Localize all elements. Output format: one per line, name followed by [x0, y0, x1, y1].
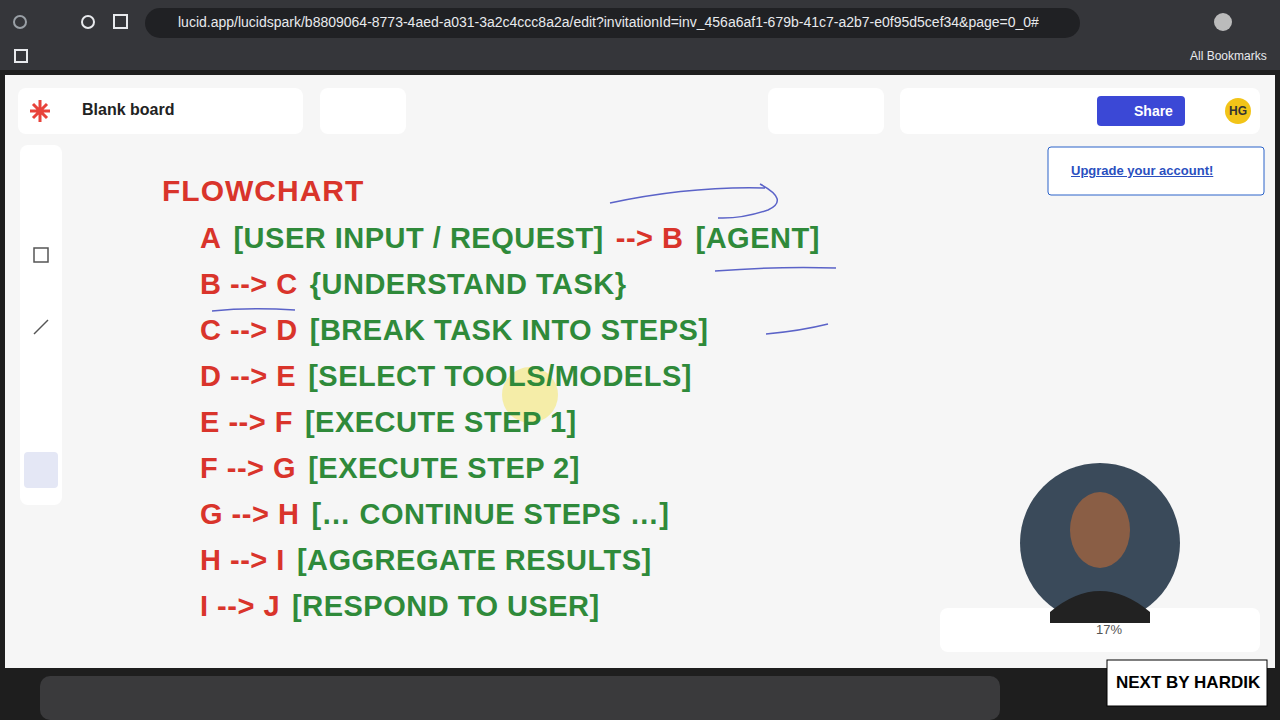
upgrade-link: Upgrade your account!: [1071, 163, 1213, 178]
flowchart-text: H --> I: [200, 542, 285, 578]
flowchart-text: [SELECT TOOLS/MODELS]: [308, 358, 692, 394]
pen-annotation: [610, 184, 777, 218]
watermark-box: [1107, 660, 1267, 706]
pen-underline: [715, 267, 836, 271]
reload-icon: [82, 16, 94, 28]
flowchart-text: A: [200, 220, 221, 256]
whiteboard-canvas: [5, 75, 1275, 668]
browser-chrome: [0, 0, 1280, 70]
flowchart-text: {UNDERSTAND TASK}: [310, 266, 627, 302]
address-bar: [145, 8, 1080, 38]
webcam-bubble: [1020, 463, 1180, 623]
undo-panel: [320, 88, 406, 134]
flowchart-text: [… CONTINUE STEPS …]: [311, 496, 669, 532]
back-icon: [14, 16, 26, 28]
presenter-body: [1050, 591, 1150, 623]
url-text: lucid.app/lucidspark/b8809064-8773-4aed-…: [178, 14, 1039, 30]
watermark: NEXT BY HARDIK: [1116, 673, 1260, 693]
left-toolbar: [20, 145, 62, 505]
pen-stroke: [766, 324, 828, 334]
flowchart-text: I --> J: [200, 588, 280, 624]
flowchart-text: D --> E: [200, 358, 296, 394]
shape-tool: [34, 248, 48, 262]
flowchart-text: [RESPOND TO USER]: [292, 588, 600, 624]
flowchart-line: A [USER INPUT / REQUEST] --> B [AGENT]: [200, 220, 820, 256]
flowchart-line: G --> H [… CONTINUE STEPS …]: [200, 496, 669, 532]
avatar-initials: HG: [1229, 104, 1247, 118]
board-name: Blank board: [82, 101, 174, 119]
share-label: Share: [1134, 103, 1173, 119]
bookmarks-label: All Bookmarks: [1190, 49, 1267, 63]
flowchart-line: C --> D [BREAK TASK INTO STEPS]: [200, 312, 708, 348]
collab-panel: [900, 88, 1260, 134]
apps-icon: [15, 50, 27, 62]
toolbar-panel: [18, 88, 303, 134]
flowchart-text: [AGENT]: [696, 220, 820, 256]
flowchart-text: B --> C: [200, 266, 298, 302]
share-button: [1097, 96, 1185, 126]
flowchart-line: F --> G [EXECUTE STEP 2]: [200, 450, 580, 486]
line-tool: [34, 320, 48, 334]
flowchart-text: C --> D: [200, 312, 298, 348]
flowchart-text: [BREAK TASK INTO STEPS]: [310, 312, 709, 348]
upgrade-banner: [1048, 147, 1264, 195]
presenter-face: [1070, 492, 1130, 568]
flowchart-text: [EXECUTE STEP 1]: [305, 404, 577, 440]
flowchart-text: [AGGREGATE RESULTS]: [297, 542, 652, 578]
dock: [40, 676, 1000, 720]
flowchart-line: D --> E [SELECT TOOLS/MODELS]: [200, 358, 692, 394]
tools-panel: [768, 88, 884, 134]
pen-underline: [212, 309, 295, 311]
profile-icon: [1214, 13, 1232, 31]
flowchart-text: [EXECUTE STEP 2]: [308, 450, 580, 486]
avatar: [1225, 98, 1251, 124]
home-icon: [114, 15, 127, 28]
flowchart-text: G --> H: [200, 496, 299, 532]
lucid-logo: [30, 100, 50, 122]
board-title: FLOWCHART: [162, 174, 364, 208]
flowchart-line: B --> C {UNDERSTAND TASK}: [200, 266, 627, 302]
flowchart-text: [USER INPUT / REQUEST]: [233, 220, 603, 256]
flowchart-text: F --> G: [200, 450, 296, 486]
flowchart-text: E --> F: [200, 404, 293, 440]
flowchart-line: I --> J [RESPOND TO USER]: [200, 588, 600, 624]
zoom-level: 17%: [1096, 622, 1122, 637]
flowchart-text: --> B: [616, 220, 684, 256]
flowchart-line: E --> F [EXECUTE STEP 1]: [200, 404, 577, 440]
flowchart-line: H --> I [AGGREGATE RESULTS]: [200, 542, 652, 578]
active-tool: [24, 452, 58, 488]
